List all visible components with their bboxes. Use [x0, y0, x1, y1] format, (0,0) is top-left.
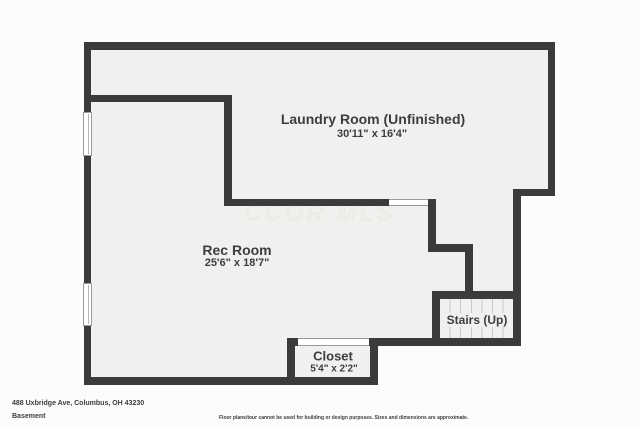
- rec-room-label: Rec Room: [202, 242, 272, 258]
- opening-laundry-recroom: [389, 199, 428, 206]
- wall-stairs-top: [432, 291, 521, 299]
- wall-closet-right: [370, 338, 378, 385]
- window-left-upper: [83, 112, 92, 156]
- wall-closet-stairs-bottom: [287, 338, 521, 346]
- wall-landing-v1: [428, 199, 436, 252]
- window-pane-line: [87, 114, 89, 154]
- wall-closet-left: [287, 338, 295, 385]
- wall-landing-h1: [428, 244, 473, 252]
- property-address: 488 Uxbridge Ave, Columbus, OH 43230: [12, 400, 145, 407]
- window-left-lower: [83, 283, 92, 326]
- wall-stairs-right: [513, 189, 521, 346]
- wall-right-step: [513, 189, 555, 196]
- closet-label: Closet: [313, 348, 353, 364]
- wall-outer-bottom: [84, 377, 378, 385]
- wall-landing-v2: [465, 244, 473, 299]
- floor-name: Basement: [12, 413, 46, 420]
- window-pane-line: [87, 285, 89, 324]
- closet-dimensions: 5'4" x 2'2": [310, 363, 358, 375]
- wall-laundry-bottom: [224, 199, 436, 206]
- disclaimer-text: Floor plans/tour cannot be used for buil…: [219, 415, 469, 421]
- wall-recroom-top: [84, 95, 232, 102]
- wall-stairs-left: [432, 291, 440, 346]
- floor-area-top: [84, 42, 555, 196]
- rec-room-dimensions: 25'6" x 18'7": [204, 257, 270, 269]
- wall-outer-top: [84, 42, 555, 50]
- laundry-room-label: Laundry Room (Unfinished): [280, 111, 466, 127]
- wall-outer-right: [548, 42, 555, 196]
- laundry-room-dimensions: 30'11" x 16'4": [336, 128, 408, 140]
- opening-closet-door: [298, 338, 369, 346]
- wall-outer-left: [84, 42, 91, 385]
- stairs-label: Stairs (Up): [443, 313, 511, 327]
- wall-recroom-laundry-vertical: [224, 95, 232, 206]
